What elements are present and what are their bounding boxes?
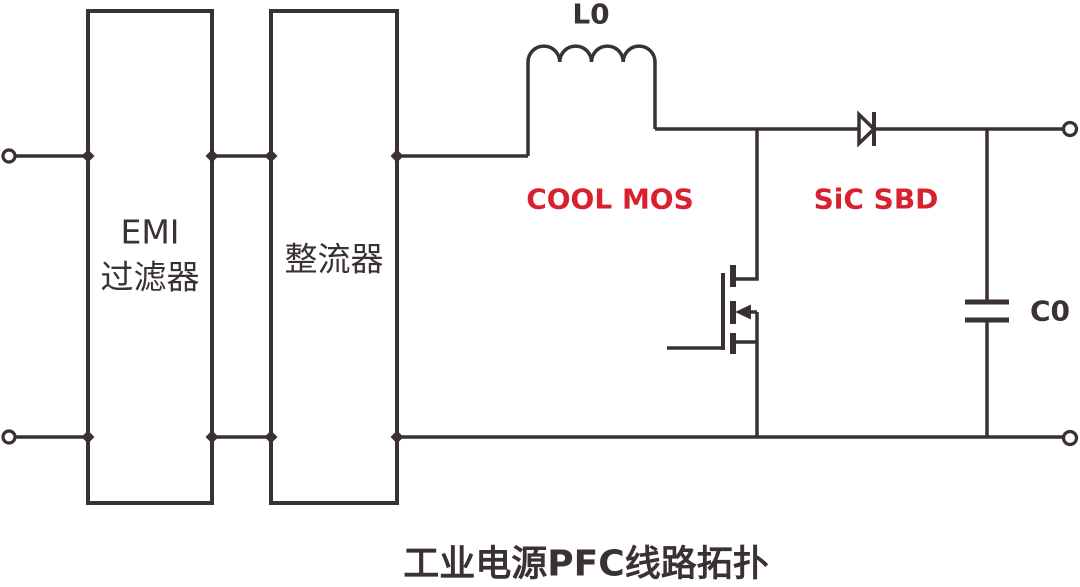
input-terminal-top-icon (1, 148, 17, 164)
rectifier-block: 整流器 (269, 9, 399, 505)
diagram-title: 工业电源PFC线路拓扑 (403, 544, 768, 585)
emi-filter-label-line1: EMI (120, 213, 179, 252)
capacitor: C0 (965, 129, 1070, 437)
diode-triangle-icon (857, 110, 877, 148)
junction-dot (205, 149, 219, 163)
inductor: L0 (526, 0, 657, 156)
input-terminal-bottom-icon (1, 429, 17, 445)
emi-filter-label-line2: 过滤器 (101, 258, 200, 297)
mosfet-body-arrow-icon (735, 304, 751, 320)
emi-filter-block: EMI 过滤器 (86, 9, 214, 505)
output-terminal-bottom-icon (1061, 429, 1079, 447)
junction-dot (81, 149, 95, 163)
emi-filter-box (86, 9, 214, 505)
junction-dots (81, 149, 404, 444)
junction-dot (205, 430, 219, 444)
capacitor-label: C0 (1030, 295, 1070, 328)
mosfet: COOL MOS (526, 129, 759, 437)
junction-dot (264, 430, 278, 444)
diode: SiC SBD (814, 110, 939, 216)
mosfet-label: COOL MOS (526, 183, 694, 216)
junction-dot (264, 149, 278, 163)
junction-dot (390, 149, 404, 163)
junction-dot (81, 430, 95, 444)
rectifier-label: 整流器 (285, 240, 384, 279)
output-terminal-top-icon (1061, 120, 1079, 138)
rectifier-box (269, 9, 399, 505)
inductor-coil-icon (526, 44, 657, 156)
junction-dot (390, 430, 404, 444)
mosfet-drain-wire (733, 129, 759, 281)
inductor-label: L0 (572, 0, 609, 31)
diode-label: SiC SBD (814, 183, 939, 216)
